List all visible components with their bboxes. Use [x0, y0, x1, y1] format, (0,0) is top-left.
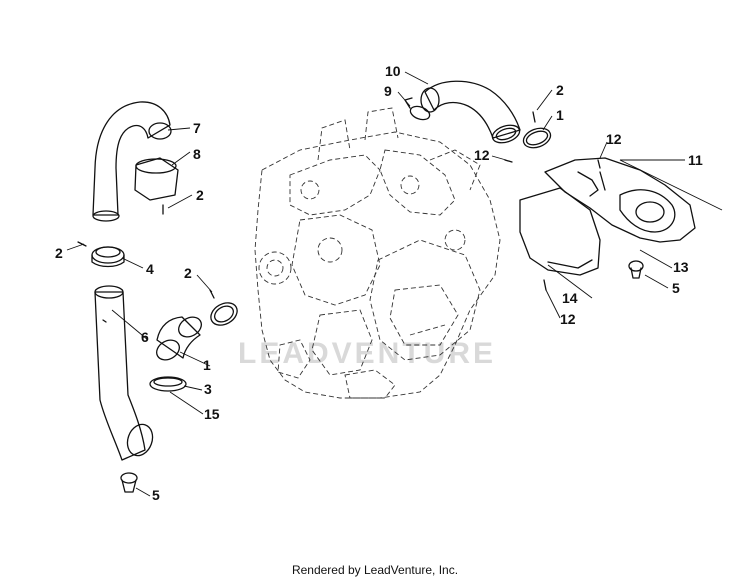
callout-6: 6: [141, 329, 149, 345]
watermark: LEADVENTURE: [238, 337, 496, 370]
part-5-fastener-right: [628, 260, 644, 279]
part-8-sleeve: [134, 157, 179, 201]
callout-9: 9: [384, 83, 392, 99]
callout-2: 2: [55, 245, 63, 261]
part-2-clamp-middle: [209, 289, 238, 326]
part-9-clamp: [404, 97, 431, 121]
part-1-clamp-right: [522, 127, 552, 149]
callout-11: 11: [688, 152, 703, 168]
callout-15: 15: [204, 406, 220, 422]
callout-2: 2: [196, 187, 204, 203]
part-5-fastener-left: [120, 472, 138, 493]
callout-10: 10: [385, 63, 401, 79]
part-3-clamp: [149, 376, 187, 392]
part-1-coupler: [156, 316, 202, 361]
callout-12: 12: [560, 311, 576, 327]
callout-2: 2: [556, 82, 564, 98]
callout-5: 5: [672, 280, 680, 296]
part-2-screw-upper-right: [532, 111, 536, 123]
callout-4: 4: [146, 261, 154, 277]
leader-lines: [66, 71, 723, 497]
callout-12: 12: [474, 147, 490, 163]
part-7-upper-elbow: [92, 101, 172, 222]
callout-5: 5: [152, 487, 160, 503]
part-11-duct-assembly: [519, 157, 696, 276]
callouts: 7 8 2 2 4 6 5 2 1 3 15 10 9 2 1 12 12 11…: [55, 63, 703, 503]
callout-14: 14: [562, 290, 578, 306]
part-4-flange: [91, 246, 125, 268]
callout-8: 8: [193, 146, 201, 162]
callout-2: 2: [184, 265, 192, 281]
part-6-lower-pipe: [94, 285, 154, 461]
callout-1: 1: [203, 357, 211, 373]
engine-phantom: [254, 107, 501, 399]
part-12-screw-upper: [597, 159, 601, 169]
callout-13: 13: [673, 259, 689, 275]
part-10-intake-tube: [420, 80, 521, 144]
part-2-screw-left-mid: [77, 241, 87, 247]
callout-7: 7: [193, 120, 201, 136]
part-12-screw-left: [504, 159, 513, 163]
footer-credit: Rendered by LeadVenture, Inc.: [291, 563, 459, 577]
callout-3: 3: [204, 381, 212, 397]
callout-1: 1: [556, 107, 564, 123]
part-12-screw-lower: [543, 279, 547, 291]
callout-12: 12: [606, 131, 622, 147]
